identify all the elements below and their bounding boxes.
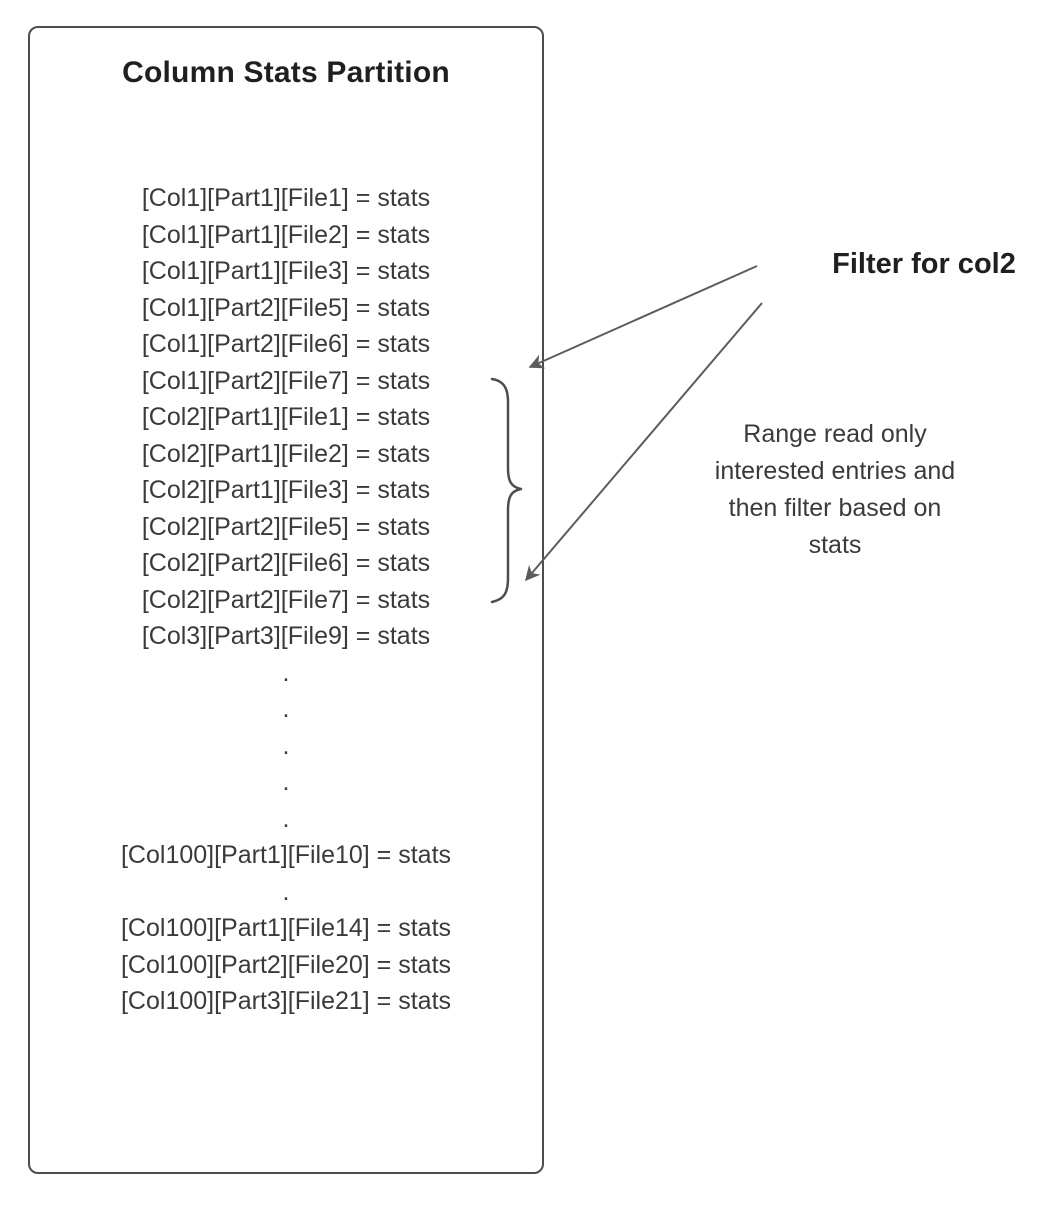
entry-line: [Col2][Part1][File3] = stats — [141, 476, 431, 504]
entry-line: [Col2][Part1][File2] = stats — [141, 439, 431, 468]
entry-line: [Col1][Part2][File6] = stats — [141, 330, 431, 358]
entry-line: [Col100][Part1][File10] = stats — [120, 841, 452, 869]
entry-line: [Col100][Part2][File20] = stats — [120, 950, 452, 979]
entry-line: [Col1][Part2][File7] = stats — [141, 366, 431, 395]
entry-line: [Col2][Part2][File5] = stats — [141, 512, 431, 541]
entry-line: . — [282, 804, 290, 833]
entry-line: . — [282, 695, 290, 723]
entry-line: . — [282, 731, 290, 760]
entry-line: . — [282, 658, 290, 687]
filter-arrow-upper — [528, 265, 758, 369]
range-note-line: interested entries and — [714, 457, 956, 485]
entry-line: [Col1][Part1][File1] = stats — [141, 184, 431, 212]
entry-line: [Col1][Part1][File2] = stats — [141, 220, 431, 249]
partition-box — [28, 26, 544, 1174]
entry-line: . — [282, 768, 290, 796]
entry-line: [Col2][Part2][File7] = stats — [141, 585, 431, 614]
entry-line: [Col1][Part2][File5] = stats — [141, 293, 431, 322]
entry-line: [Col2][Part2][File6] = stats — [141, 549, 431, 577]
filter-label: Filter for col2 — [832, 248, 1016, 280]
entry-line: [Col100][Part3][File21] = stats — [120, 987, 452, 1015]
entry-line: [Col100][Part1][File14] = stats — [120, 914, 452, 942]
range-note-line: stats — [808, 531, 862, 559]
box-title: Column Stats Partition — [122, 56, 450, 89]
entry-line: . — [282, 877, 290, 906]
range-note: Range read only interested entries and the… — [694, 416, 976, 564]
entry-line: [Col1][Part1][File3] = stats — [141, 257, 431, 285]
range-note-line: Range read only — [743, 420, 927, 448]
entry-line: [Col3][Part3][File9] = stats — [141, 622, 431, 650]
range-note-line: then filter based on — [728, 494, 942, 522]
entry-line: [Col2][Part1][File1] = stats — [141, 403, 431, 431]
entries-list: [Col1][Part1][File1] = stats [Col1][Part1… — [28, 180, 544, 1020]
